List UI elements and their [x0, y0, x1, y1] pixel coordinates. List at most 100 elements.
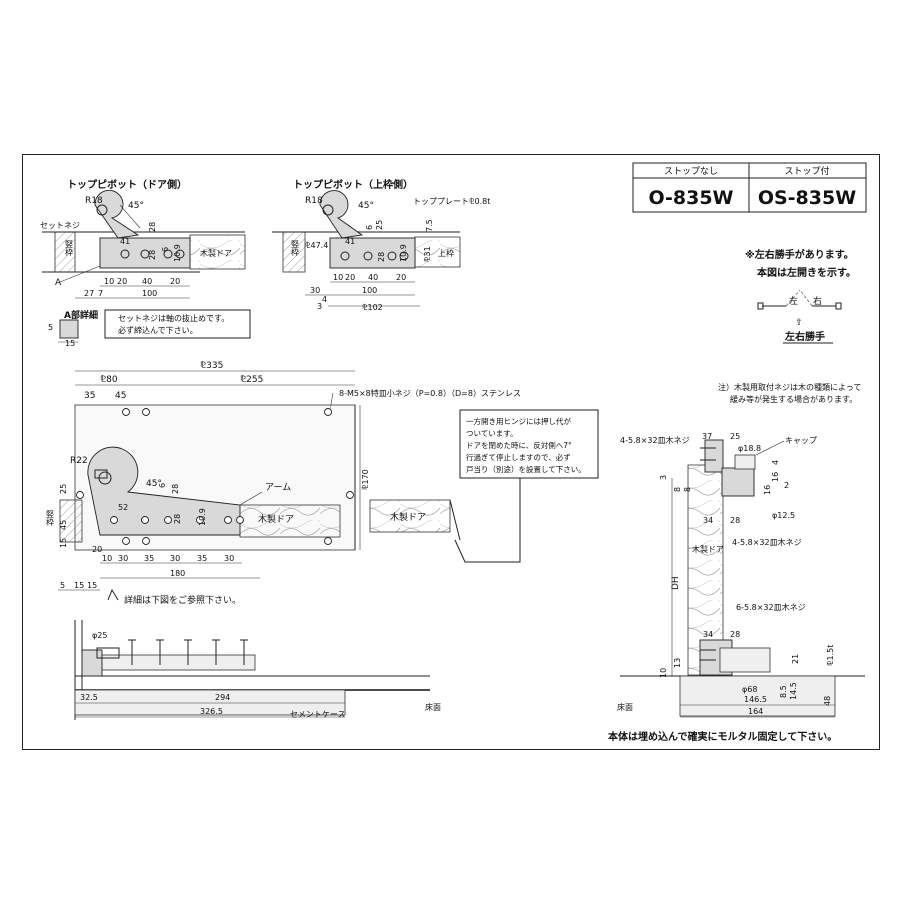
dim-14-5: 14.5 [789, 682, 798, 700]
dim-r18: R18 [85, 196, 103, 206]
dim-34-side: 34 [703, 516, 713, 525]
dim-10-side: 10 [659, 668, 668, 678]
detail-ref: 詳細は下図をご参照下さい。 [124, 594, 241, 606]
callout-line1: 一方開き用ヒンジには押し代が [466, 416, 571, 426]
screws-top: 4-5.8×32皿木ネジ [620, 435, 690, 445]
dim-335: ⅊335 [200, 360, 223, 371]
dim-6: 6 [161, 247, 170, 252]
dim-28-plan: 28 [171, 484, 180, 494]
cap-label: キャップ [785, 436, 817, 445]
top-frame-label: 上枠 [438, 248, 454, 258]
dim-30-frame: 30 [310, 286, 320, 295]
dim-10-frame: 10 [333, 273, 343, 282]
dim-25-section: φ25 [92, 631, 107, 640]
cement-case-label: セメントケース [290, 710, 345, 719]
dim-13-side: 13 [673, 658, 682, 668]
dim-5-plan: 5 [60, 581, 65, 590]
dim-10: 10 [104, 277, 114, 286]
dim-10-9-plan: 10.9 [198, 508, 207, 526]
callout-line4: 行過ぎて停止しますので、必ず [466, 452, 571, 462]
side-view: 4-5.8×32皿木ネジ 37 25 φ18.8 キャップ 3 8 8 4 16… [617, 432, 865, 718]
callout-line5: 戸当り（別途）を設置して下さい。 [466, 464, 586, 474]
plan-view: ⅊335 ⅊80 ⅊255 35 45 8-M5×8特皿小ネジ（P=0.8）（D… [46, 360, 521, 606]
dim-25-plan: 25 [59, 484, 68, 494]
dim-30c-plan: 30 [224, 554, 234, 563]
door-label-plan-2: 木製ドア [390, 511, 426, 523]
dim-15b-plan: 15 [74, 581, 84, 590]
dim-10-plan: 10 [102, 554, 112, 563]
model-with-stop: OS-835W [758, 187, 856, 209]
dim-20b-frame: 20 [396, 273, 406, 282]
dim-30-plan: 30 [118, 554, 128, 563]
dim-28-top: 28 [148, 222, 157, 232]
screws-bottom: 6-5.8×32皿木ネジ [736, 602, 806, 612]
dim-25-side: 25 [730, 432, 740, 441]
top-pivot-door-view: トップピボット（ドア側） R18 45° 28 41 28 6 10.9 10 … [40, 178, 246, 299]
dim-102: ⅊102 [362, 303, 383, 312]
dim-dh: DH [671, 576, 681, 590]
dim-40-frame: 40 [368, 273, 378, 282]
dim-47-4: ⅊47.4 [305, 241, 328, 250]
dim-146-5: 146.5 [744, 695, 767, 704]
callout-line3: ドアを閉めた時に、反対側へ7° [466, 440, 572, 450]
dim-18-8: φ18.8 [738, 444, 761, 453]
footer-note: 本体は埋め込んで確実にモルタル固定して下さい。 [608, 730, 837, 743]
dim-15-a: 15 [65, 339, 75, 348]
dim-35b-plan: 35 [144, 554, 154, 563]
dim-35-plan: 35 [84, 391, 95, 401]
dim-35c-plan: 35 [197, 554, 207, 563]
top-pivot-frame-title: トップピボット（上枠側） [293, 178, 413, 191]
hand-label: 左右勝手 [784, 330, 825, 343]
callout-line2: ついています。 [466, 429, 518, 438]
dim-15c-plan: 15 [87, 581, 97, 590]
dim-294: 294 [215, 693, 230, 702]
dim-10-9: 10.9 [173, 244, 182, 262]
dim-80: ⅊80 [100, 374, 118, 385]
dim-164: 164 [748, 707, 763, 716]
dim-45-frame: 45° [358, 201, 374, 211]
dim-45-angle: 45° [146, 479, 162, 489]
dim-28b-side: 28 [730, 630, 740, 639]
dim-20-plan: 20 [92, 545, 102, 554]
dim-2-side: 2 [784, 481, 789, 490]
dim-8-5: 8.5 [779, 685, 788, 698]
dim-20-frame: 20 [345, 273, 355, 282]
dim-52: 52 [118, 503, 128, 512]
frame-label: 竪枠 [65, 240, 74, 257]
dim-16b-side: 16 [763, 485, 772, 495]
dim-6-frame: 6 [365, 225, 374, 230]
dim-30b-plan: 30 [170, 554, 180, 563]
hand-right: 右 [813, 295, 822, 307]
dim-45-plan: 45 [115, 391, 126, 401]
screw-spec: 8-M5×8特皿小ネジ（P=0.8）（D=8）ステンレス [339, 388, 521, 398]
dim-326-5: 326.5 [200, 707, 223, 716]
dim-41-frame: 41 [345, 237, 355, 246]
wood-note: 注）木製用取付ネジは木の種類によって 緩み等が発生する場合があります。 [718, 382, 861, 404]
dim-45: 45° [128, 201, 144, 211]
dim-28-side: 28 [730, 516, 740, 525]
dim-8-side: 8 [673, 487, 682, 492]
top-plate-label: トッププレート⅊0.8t [413, 197, 490, 206]
dim-100: 100 [142, 289, 157, 298]
dim-37: 37 [702, 432, 712, 441]
dim-48: 48 [823, 696, 832, 706]
dim-45b-plan: 45 [59, 520, 68, 530]
top-pivot-frame-view: トップピボット（上枠側） R18 45° トッププレート⅊0.8t 7.5 41… [272, 178, 490, 312]
dim-r22: R22 [70, 456, 88, 466]
col-with-stop-label: ストップ付 [784, 166, 829, 177]
wood-note-line2: 緩み等が発生する場合があります。 [730, 394, 857, 404]
dim-28: 28 [148, 250, 157, 260]
set-screw-label: セットネジ [40, 221, 80, 230]
a-note-line1: セットネジは軸の抜止めです。 [118, 313, 229, 323]
screws-mid: 4-5.8×32皿木ネジ [732, 537, 802, 547]
stop-callout: 一方開き用ヒンジには押し代が ついています。 ドアを閉めた時に、反対側へ7° 行… [454, 409, 599, 563]
floor-label-section: 床面 [425, 702, 441, 712]
dim-31: ⅊31 [423, 246, 432, 262]
dim-4-side: 4 [771, 460, 780, 465]
hand-note-line2: 本図は左開きを示す。 [757, 266, 856, 279]
arm-label: アーム [265, 482, 291, 493]
top-pivot-door-title: トップピボット（ドア側） [67, 178, 187, 191]
dim-3-side: 3 [659, 475, 668, 480]
detail-a-mark: A [55, 278, 62, 288]
